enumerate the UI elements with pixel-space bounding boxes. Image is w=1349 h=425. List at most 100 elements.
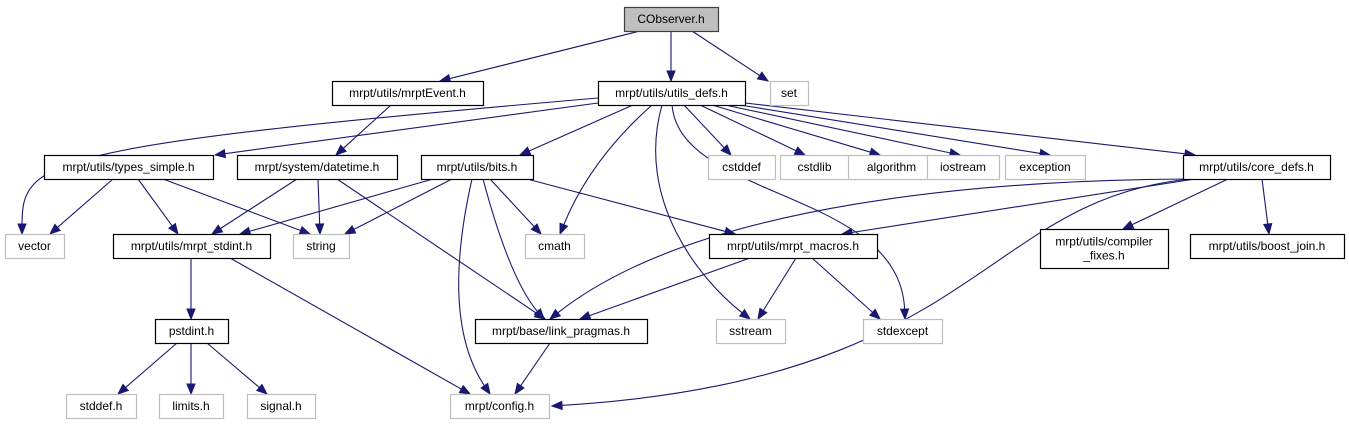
arrowhead-icon <box>48 223 62 235</box>
edge-line <box>699 104 798 152</box>
edge-mrpt_macros-to-stdexcept <box>811 257 882 320</box>
edge-bits-to-mrpt_stdint <box>238 178 434 236</box>
edge-bits-to-mrpt_macros <box>526 178 737 236</box>
node-types_simple[interactable]: mrpt/utils/types_simple.h <box>43 154 215 181</box>
edge-mrpt_stdint-to-pstdint <box>186 258 196 321</box>
node-cobserver[interactable]: CObserver.h <box>623 6 720 33</box>
node-box <box>623 6 720 33</box>
edge-line <box>560 178 1191 407</box>
node-box <box>112 233 272 260</box>
arrowhead-icon <box>298 225 312 235</box>
edge-mrpt_macros-to-link_pragmas <box>578 257 751 320</box>
node-label: signal.h <box>260 399 301 413</box>
edge-utils_defs-to-types_simple <box>213 102 599 159</box>
node-core_defs[interactable]: mrpt/utils/core_defs.h <box>1182 154 1332 181</box>
edge-types_simple-to-vector <box>48 178 114 235</box>
arrowhead-icon <box>868 147 882 157</box>
arrowhead-icon <box>550 400 563 411</box>
node-label: limits.h <box>172 399 209 413</box>
node-algorithm: algorithm <box>847 154 937 181</box>
node-box <box>1189 233 1346 260</box>
arrowhead-icon <box>756 71 770 82</box>
arrowhead-icon <box>559 222 569 236</box>
edge-types_simple-to-mrpt_stdint <box>137 178 179 236</box>
edge-line <box>683 104 726 149</box>
edge-utils_defs-to-core_defs <box>744 102 1197 159</box>
node-label: mrpt/utils/mrpt_macros.h <box>727 239 859 253</box>
edge-line <box>229 257 463 391</box>
arrowhead-icon <box>186 308 196 321</box>
node-pstdint[interactable]: pstdint.h <box>154 318 230 345</box>
node-set: set <box>769 80 810 107</box>
edge-cobserver-to-set <box>691 30 770 82</box>
node-label: mrpt/utils/utils_defs.h <box>615 86 728 100</box>
node-box <box>779 154 851 181</box>
edge-link_pragmas-to-config <box>514 342 551 396</box>
node-bits[interactable]: mrpt/utils/bits.h <box>420 154 535 181</box>
node-box <box>65 393 138 420</box>
arrowhead-icon <box>167 222 179 236</box>
edge-line <box>1261 178 1269 226</box>
arrowhead-icon <box>899 308 910 321</box>
node-config: mrpt/config.h <box>449 393 551 420</box>
node-utils_defs[interactable]: mrpt/utils/utils_defs.h <box>597 80 747 107</box>
edge-line <box>744 102 1187 155</box>
node-link_pragmas[interactable]: mrpt/base/link_pragmas.h <box>474 318 649 345</box>
node-datetime[interactable]: mrpt/system/datetime.h <box>236 154 399 181</box>
node-stddef: stddef.h <box>65 393 138 420</box>
node-box <box>597 80 747 107</box>
node-label: algorithm <box>867 160 916 174</box>
edge-line <box>588 257 751 317</box>
edge-line <box>352 178 453 231</box>
edge-utils_defs-to-iostream <box>724 104 962 158</box>
edge-pstdint-to-signal <box>206 342 269 395</box>
edge-bits-to-cmath <box>489 178 542 235</box>
node-box <box>292 233 351 260</box>
node-label: sstream <box>729 324 772 338</box>
node-mrpt_stdint[interactable]: mrpt/utils/mrpt_stdint.h <box>112 233 272 260</box>
node-label: cstdlib <box>797 160 831 174</box>
arrowhead-icon <box>530 223 542 235</box>
arrowhead-icon <box>210 224 224 235</box>
node-box <box>1182 154 1332 181</box>
node-boost_join[interactable]: mrpt/utils/boost_join.h <box>1189 233 1346 260</box>
edge-line <box>336 178 538 315</box>
node-label: stddef.h <box>80 399 123 413</box>
edge-line <box>206 342 261 389</box>
edge-bits-to-link_pragmas <box>482 178 545 321</box>
node-box <box>1039 228 1170 270</box>
arrowhead-icon <box>869 308 882 320</box>
node-compiler_fixes[interactable]: mrpt/utils/compiler_fixes.h <box>1039 228 1170 270</box>
node-box <box>715 318 787 345</box>
node-stdexcept: stdexcept <box>862 318 944 345</box>
node-label: mrpt/utils/types_simple.h <box>62 160 194 174</box>
node-mrptevent[interactable]: mrpt/utils/mrptEvent.h <box>331 80 485 107</box>
node-mrpt_macros[interactable]: mrpt/utils/mrpt_macros.h <box>708 233 879 260</box>
arrowhead-icon <box>116 383 130 395</box>
edge-utils_defs-to-algorithm <box>711 104 882 157</box>
node-box <box>43 154 215 181</box>
node-box <box>707 154 777 181</box>
node-vector: vector <box>4 233 66 260</box>
node-label: pstdint.h <box>169 324 214 338</box>
node-iostream: iostream <box>926 154 1001 181</box>
arrowhead-icon <box>518 146 532 156</box>
arrowhead-icon <box>1121 220 1135 230</box>
edge-line <box>1130 178 1229 226</box>
edge-line <box>137 178 174 228</box>
node-label: mrpt/config.h <box>465 399 534 413</box>
arrowhead-icon <box>533 307 545 321</box>
arrowhead-icon <box>213 148 227 159</box>
edge-line <box>342 104 392 150</box>
edge-pstdint-to-stddef <box>116 342 178 395</box>
arrowhead-icon <box>17 223 27 236</box>
edge-utils_defs-to-cstddef <box>683 104 732 156</box>
edge-core_defs-to-config <box>550 178 1191 411</box>
node-string: string <box>292 233 351 260</box>
edge-line <box>56 178 114 229</box>
edge-line <box>448 30 641 80</box>
node-signal: signal.h <box>246 393 317 420</box>
arrowhead-icon <box>480 382 491 396</box>
edge-utils_defs-to-stdexcept <box>671 104 910 321</box>
